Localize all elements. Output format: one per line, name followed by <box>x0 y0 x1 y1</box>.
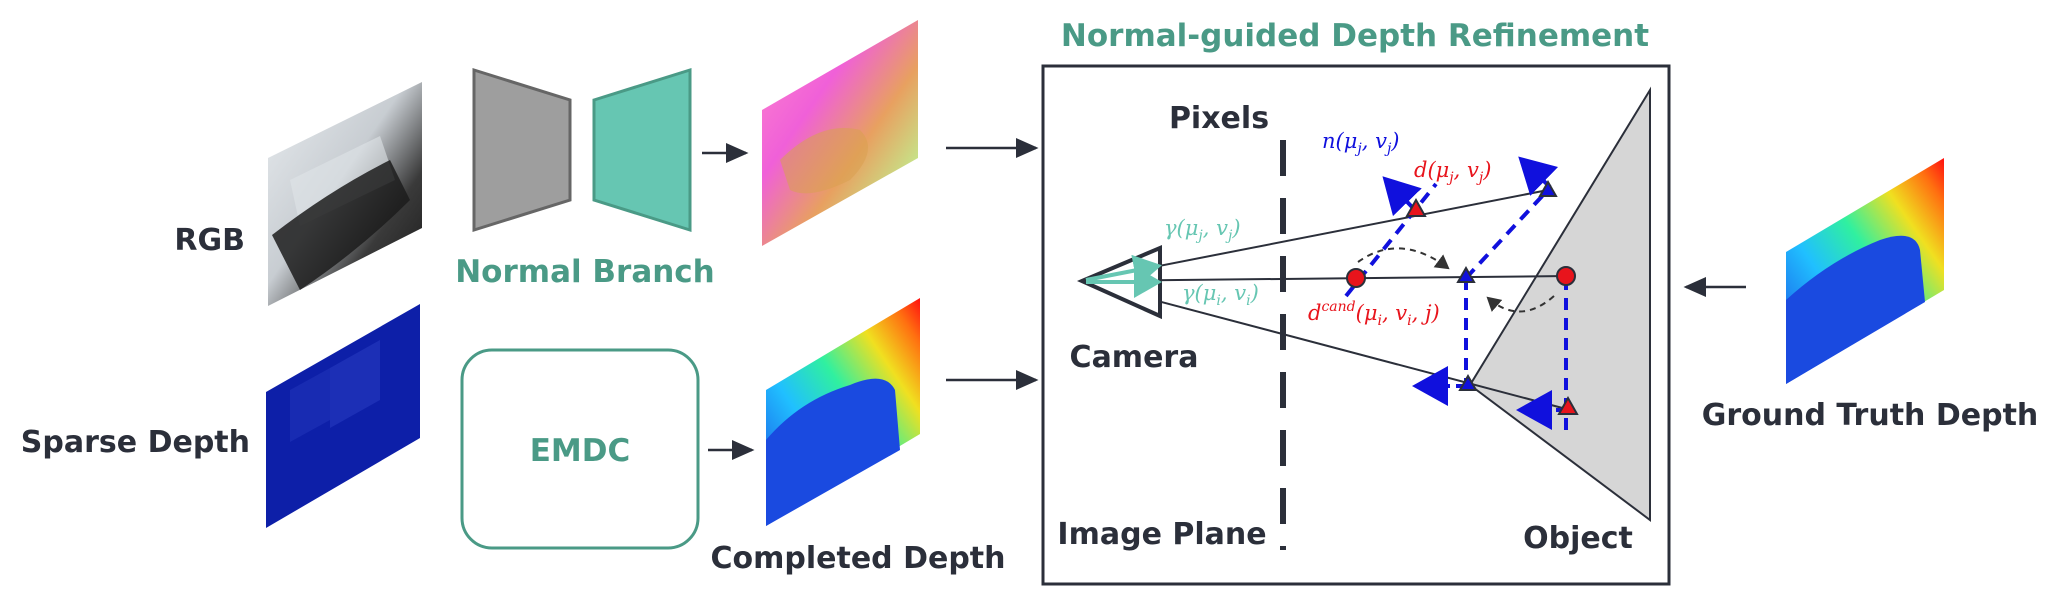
refinement-title: Normal-guided Depth Refinement <box>1061 18 1649 54</box>
normal-arrow-j <box>1382 176 1422 217</box>
completed-depth-image <box>766 298 920 526</box>
d-cand-label: dcand(μi, vi, j) <box>1308 299 1440 329</box>
sparse-depth-image <box>266 304 420 528</box>
rgb-label: RGB <box>174 223 245 258</box>
normal-map-image <box>762 20 918 246</box>
red-point-candidate <box>1346 268 1366 288</box>
emdc-label: EMDC <box>530 433 631 469</box>
curve-arrow-right <box>1486 295 1555 313</box>
ray-lower <box>1081 280 1571 411</box>
normal-arrow-obj <box>1518 156 1559 196</box>
emdc-block <box>460 348 700 550</box>
curve-arrow-left <box>1357 247 1450 270</box>
image-plane-label: Image Plane <box>1057 517 1266 552</box>
normal-branch-label: Normal Branch <box>455 254 715 290</box>
sparse-depth-label: Sparse Depth <box>21 425 250 460</box>
rgb-image <box>268 82 422 306</box>
decoder-block <box>592 67 692 233</box>
ground-truth-image <box>1786 158 1944 384</box>
object-shape <box>1468 86 1651 522</box>
encoder-block <box>472 67 572 233</box>
camera-label: Camera <box>1070 340 1199 375</box>
pixels-label: Pixels <box>1169 101 1269 136</box>
red-triangle-lower <box>1557 395 1579 415</box>
gamma-j-label: γ(μj, vj) <box>1164 216 1241 244</box>
red-point-gt <box>1556 266 1576 286</box>
blue-triangle-obj <box>1538 179 1558 197</box>
blue-triangle-lower <box>1458 373 1478 391</box>
ground-truth-label: Ground Truth Depth <box>1702 398 2039 433</box>
blue-triangle-mid <box>1456 265 1476 283</box>
red-triangle-j <box>1405 197 1427 217</box>
depth-j-label: d(μj, vj) <box>1414 158 1491 186</box>
gamma-i-label: γ(μi, vi) <box>1182 281 1259 309</box>
normal-j-label: n(μj, vj) <box>1322 129 1399 157</box>
object-label: Object <box>1523 521 1633 556</box>
ray-middle <box>1081 275 1569 282</box>
completed-depth-label: Completed Depth <box>710 541 1005 576</box>
